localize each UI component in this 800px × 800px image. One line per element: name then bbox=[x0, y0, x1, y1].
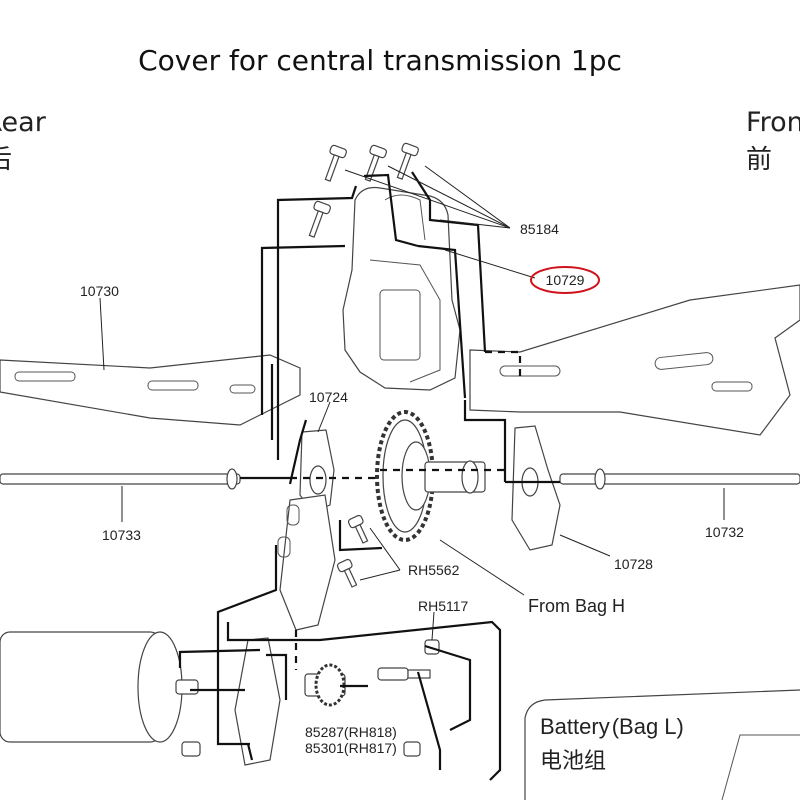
battery-label: Battery(Bag L) bbox=[540, 714, 684, 739]
part-85301: 85301(RH817) bbox=[305, 740, 397, 756]
rear-brace-10730 bbox=[0, 354, 301, 426]
highlight-circle bbox=[530, 266, 600, 294]
battery-tray bbox=[524, 689, 800, 800]
part-rh5117: RH5117 bbox=[418, 598, 469, 614]
rear-label-cn: 后 bbox=[0, 145, 12, 175]
part-10730: 10730 bbox=[80, 283, 119, 299]
rear-label: Rear bbox=[0, 107, 47, 138]
mount-10724 bbox=[299, 429, 335, 513]
lower-screws bbox=[181, 741, 421, 757]
rear-drive-shaft-10733 bbox=[0, 468, 241, 490]
part-rh5562: RH5562 bbox=[408, 562, 460, 578]
part-10728: 10728 bbox=[614, 556, 653, 572]
motor bbox=[0, 631, 199, 743]
pinion-gear bbox=[304, 663, 346, 707]
part-85184: 85184 bbox=[520, 221, 559, 237]
mount-10728 bbox=[511, 425, 561, 551]
spur-gear bbox=[375, 410, 486, 542]
front-label: Front bbox=[746, 107, 800, 138]
battery-bag-label: (Bag L) bbox=[612, 714, 684, 739]
part-10733: 10733 bbox=[102, 527, 141, 543]
battery-label-cn: 电池组 bbox=[540, 748, 606, 773]
motor-mount-plate bbox=[234, 494, 336, 766]
front-drive-shaft-10732 bbox=[559, 468, 800, 490]
leader-lines bbox=[99, 165, 725, 641]
part-10732: 10732 bbox=[705, 524, 744, 540]
part-85287: 85287(RH818) bbox=[305, 724, 397, 740]
assembly-guide-lines bbox=[178, 171, 560, 781]
screws-rh5562 bbox=[336, 514, 369, 588]
part-10729: 10729 bbox=[546, 272, 585, 288]
front-brace bbox=[469, 284, 800, 436]
battery-label-en: Battery bbox=[540, 714, 610, 739]
from-bag-h: From Bag H bbox=[528, 596, 625, 616]
transmission-cover-10729 bbox=[342, 186, 461, 391]
set-screw-rh5117 bbox=[377, 639, 440, 681]
part-10724: 10724 bbox=[309, 389, 348, 405]
page-title: Cover for central transmission 1pc bbox=[138, 44, 622, 77]
front-label-cn: 前 bbox=[746, 145, 772, 175]
